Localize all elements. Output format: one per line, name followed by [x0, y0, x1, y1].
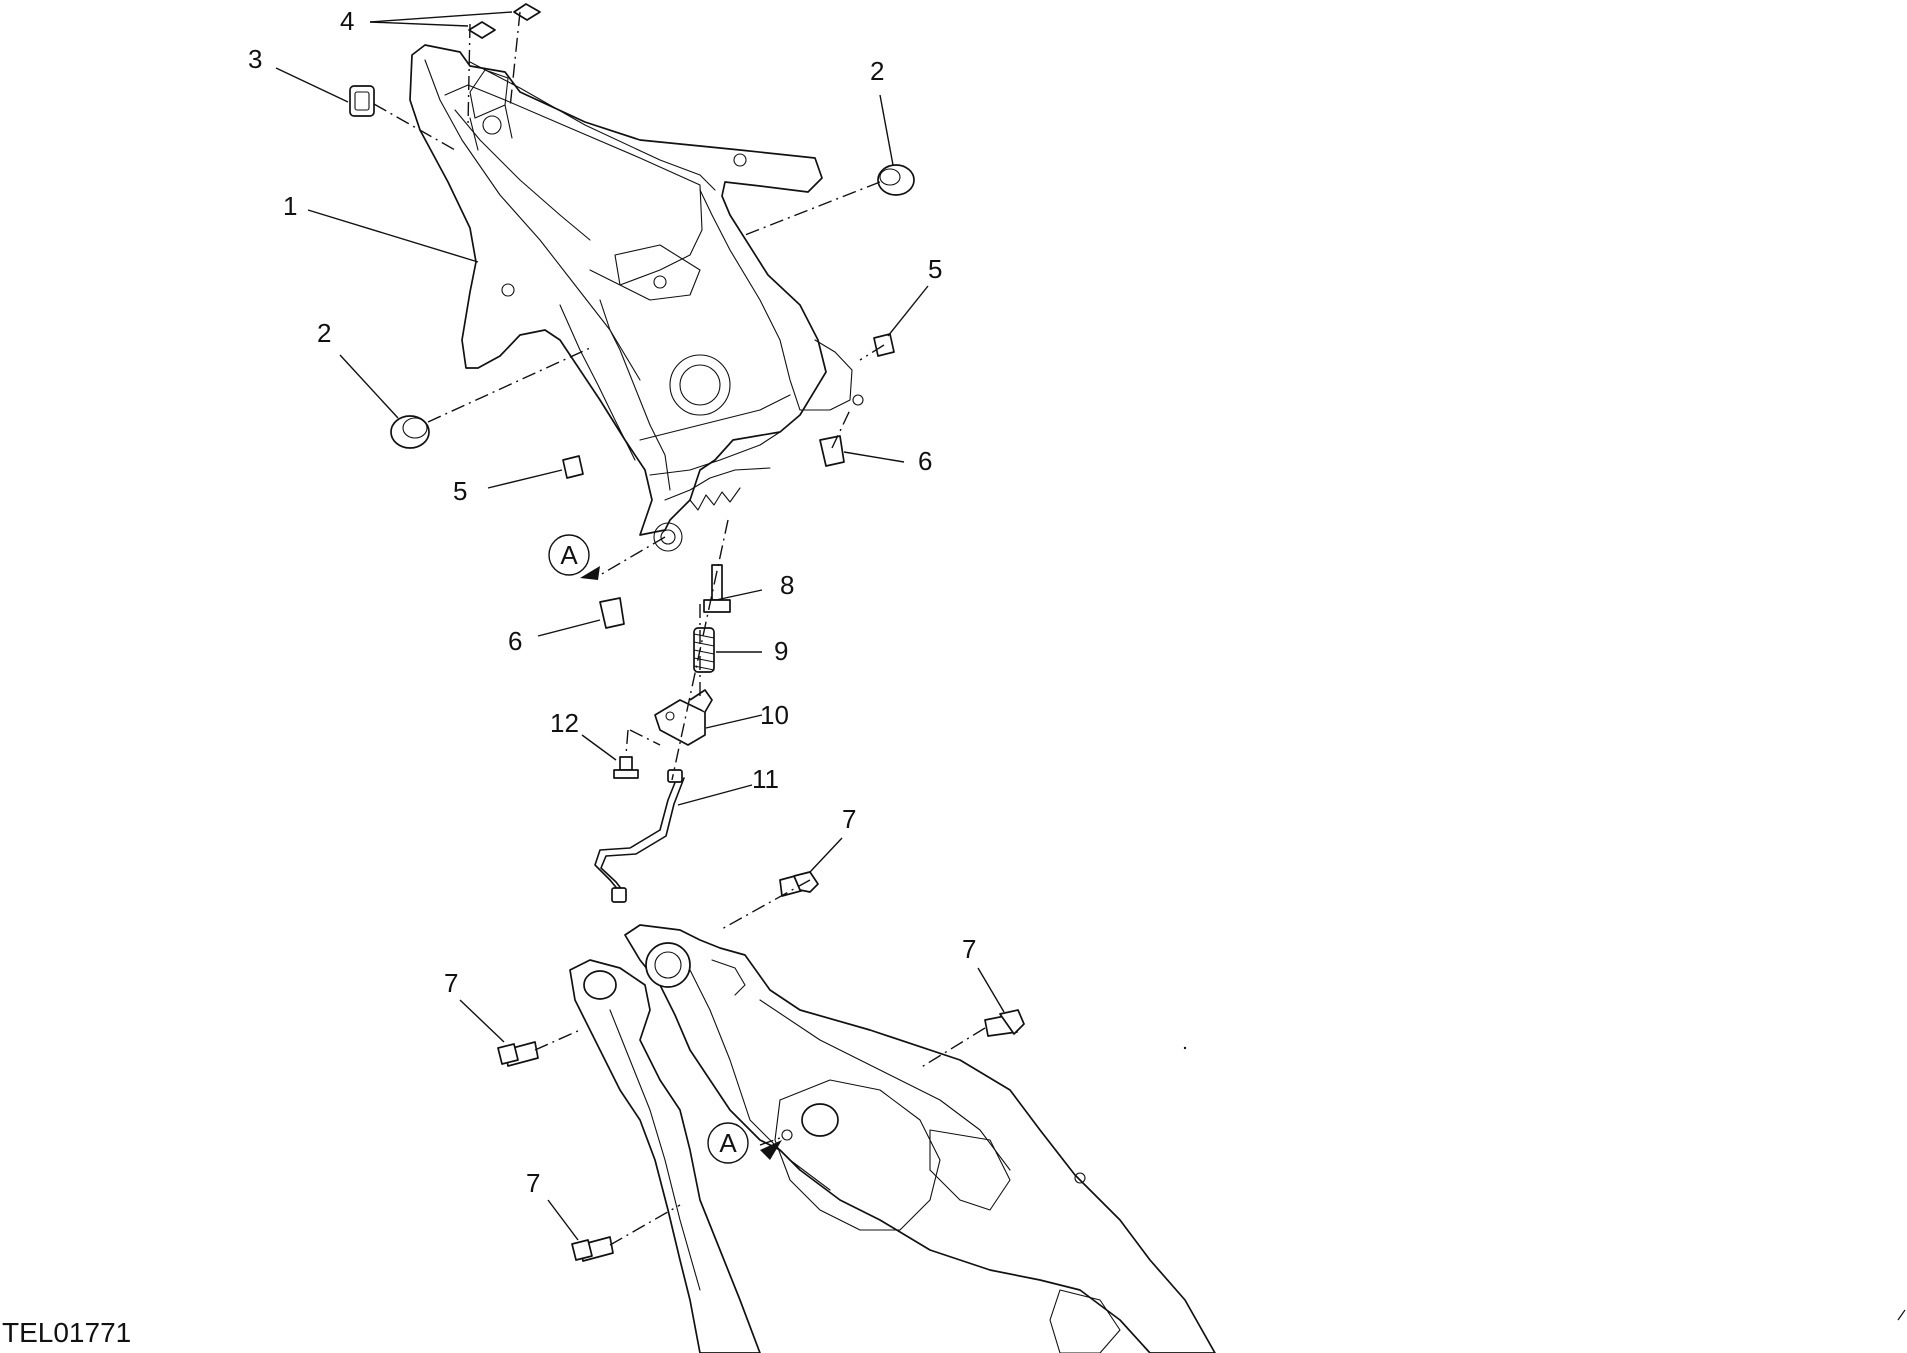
part-7-bolts [497, 871, 1025, 1262]
callout-labels: 1 2 2 3 4 5 5 6 6 7 7 7 7 8 9 10 11 12 [248, 6, 976, 1198]
part-12-screw [613, 756, 639, 779]
drawing-code: TEL01771 [2, 1317, 131, 1348]
part-6-clips [599, 435, 845, 629]
callout-12: 12 [550, 708, 579, 738]
part-10-sensor-bracket [654, 689, 713, 746]
part-11-sensor-cable [594, 769, 685, 903]
callout-6b: 6 [508, 626, 522, 656]
callout-7d: 7 [526, 1168, 540, 1198]
callout-7b: 7 [962, 934, 976, 964]
callout-7c: 7 [444, 968, 458, 998]
bolt-a [779, 871, 819, 897]
callout-8: 8 [780, 570, 794, 600]
assembly-lines [373, 11, 986, 1246]
callout-3: 3 [248, 44, 262, 74]
leader-lines [275, 11, 1005, 1241]
callout-6a: 6 [918, 446, 932, 476]
frame-structure [569, 924, 1216, 1353]
bolt-c [497, 1041, 539, 1067]
stray-dot [1183, 1046, 1187, 1050]
detail-a-arrows [580, 536, 782, 1160]
callout-9: 9 [774, 636, 788, 666]
callout-7a: 7 [842, 804, 856, 834]
callout-2a: 2 [317, 318, 331, 348]
stray-tick [1897, 1309, 1906, 1321]
callout-10: 10 [760, 700, 789, 730]
part-4-pads [468, 3, 541, 39]
bolt-d [571, 1236, 614, 1262]
part-9-spring [693, 627, 715, 673]
part-1-bracket [409, 44, 864, 552]
part-2-cap-left [390, 415, 430, 449]
callout-4: 4 [340, 6, 354, 36]
detail-a-marker-bottom: A [707, 1122, 749, 1164]
callout-1: 1 [283, 191, 297, 221]
part-3-grommet [349, 85, 375, 117]
detail-a-label-bottom: A [719, 1128, 737, 1158]
bolt-b [984, 1009, 1025, 1037]
callout-5b: 5 [453, 476, 467, 506]
callout-11: 11 [752, 764, 779, 794]
callout-2b: 2 [870, 56, 884, 86]
callout-5a: 5 [928, 254, 942, 284]
detail-a-label-top: A [560, 540, 578, 570]
detail-a-marker-top: A [548, 534, 590, 576]
part-2-cap-right [877, 164, 915, 196]
